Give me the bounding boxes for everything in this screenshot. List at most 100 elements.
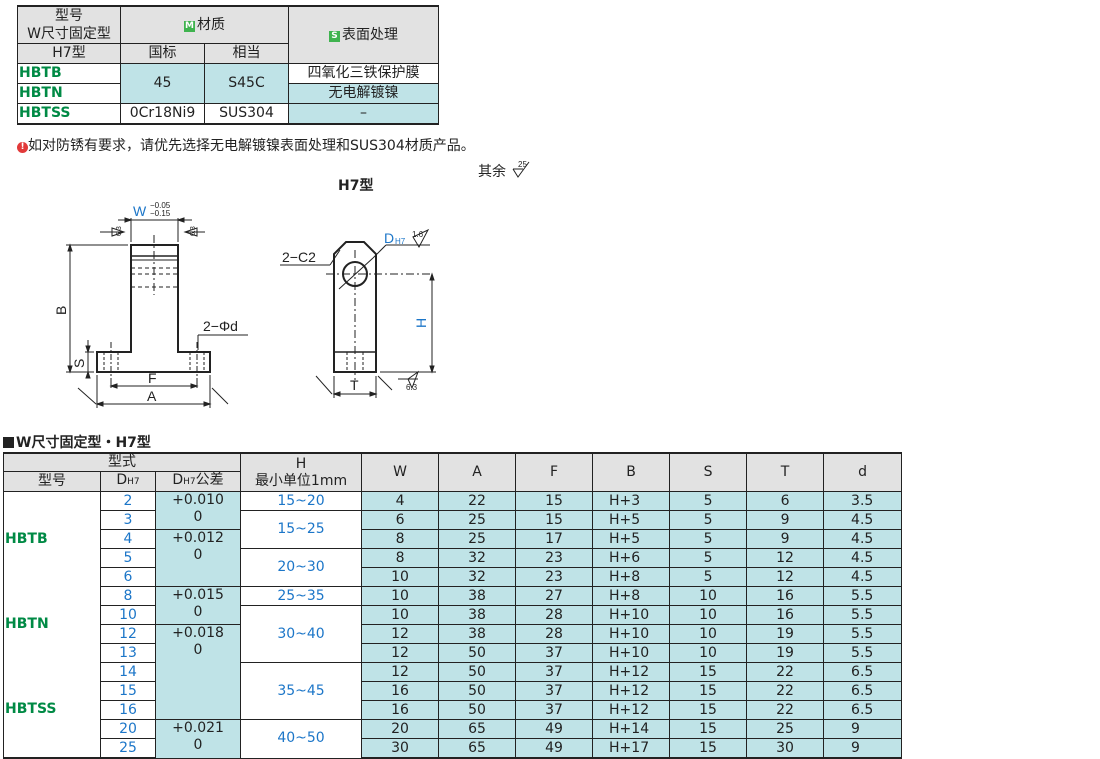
spec-a: 38 [438,605,517,625]
spec-dh7: 5 [100,548,156,568]
spec-b: H+10 [592,643,671,663]
spec-a: 32 [438,548,517,568]
spec-f: 17 [515,529,594,549]
spec-header-b: B [592,452,671,492]
spec-d: 4.5 [823,529,903,549]
material-row-code: HBTSS [17,103,121,125]
rust-note-text: 如对防锈有要求，请优先选择无电解镀镍表面处理和SUS304材质产品。 [28,138,475,154]
drawing-title: H7型 [338,178,374,194]
material-header-model: 型号 W尺寸固定型 [17,5,121,44]
spec-b: H+5 [592,510,671,530]
spec-t: 12 [746,567,825,587]
spec-b: H+12 [592,700,671,720]
spec-w: 8 [361,548,440,568]
spec-t: 9 [746,510,825,530]
front-view [66,217,248,408]
material-header-model-line2: W尺寸固定型 [27,26,111,42]
spec-s: 15 [669,719,748,739]
spec-s: 10 [669,586,748,606]
spec-f: 49 [515,738,594,759]
surface-finish-rest: 其余 25 [478,160,532,181]
material-row-surface: 无电解镀镍 [288,83,439,104]
spec-h-range: 30~40 [240,605,363,663]
spec-f: 23 [515,567,594,587]
material-row-equiv: S45C [204,63,289,104]
spec-a: 50 [438,700,517,720]
spec-t: 22 [746,700,825,720]
spec-s: 15 [669,738,748,759]
spec-tolerance-lower: 0 [193,604,203,620]
spec-d: 3.5 [823,491,903,511]
spec-s: 10 [669,605,748,625]
spec-tolerance-upper: +0.021 [172,720,224,736]
spec-s: 5 [669,491,748,511]
spec-dh7: 4 [100,529,156,549]
spec-d: 5.5 [823,586,903,606]
spec-t: 19 [746,624,825,644]
spec-tolerance-upper: +0.018 [172,625,224,641]
spec-d: 6.5 [823,700,903,720]
roughness-bottom-value: 6.3 [406,383,418,392]
spec-d: 6.5 [823,662,903,682]
spec-h-range: 15~20 [240,491,363,511]
spec-a: 25 [438,510,517,530]
spec-dh7: 10 [100,605,156,625]
spec-d: 4.5 [823,510,903,530]
spec-t: 6 [746,491,825,511]
spec-a: 38 [438,624,517,644]
material-row-surface: – [288,103,439,125]
spec-header-model: 型号 [3,471,101,492]
spec-tolerance-upper: +0.015 [172,587,224,603]
material-row-surface: 四氧化三铁保护膜 [288,63,439,84]
spec-group-code: HBTSS [3,662,101,759]
spec-dh7: 8 [100,586,156,606]
spec-tolerance-lower: 0 [193,547,203,563]
spec-header-h-line2: 最小单位1mm [254,472,348,489]
spec-a: 38 [438,586,517,606]
spec-h-range: 35~45 [240,662,363,720]
spec-h-range: 40~50 [240,719,363,759]
material-header-material-label: 材质 [197,16,225,33]
spec-t: 16 [746,586,825,606]
spec-t: 19 [746,643,825,663]
spec-d: 6.5 [823,681,903,701]
spec-f: 15 [515,510,594,530]
spec-header-dh7-tol-sub: H7 [183,477,196,487]
rust-note: !如对防锈有要求，请优先选择无电解镀镍表面处理和SUS304材质产品。 [17,135,475,155]
spec-b: H+8 [592,586,671,606]
spec-f: 28 [515,624,594,644]
technical-drawing: W −0.05 −0.15 6.3 6.3 B S F A 2−Φd [53,201,436,408]
dim-b-label: B [53,306,69,315]
spec-w: 8 [361,529,440,549]
spec-a: 50 [438,643,517,663]
spec-d: 5.5 [823,643,903,663]
surface-tag-icon: S [329,30,340,42]
spec-dh7: 12 [100,624,156,644]
spec-header-form: 型式 [2,452,242,472]
spec-d: 4.5 [823,567,903,587]
spec-w: 4 [361,491,440,511]
spec-w: 10 [361,567,440,587]
side-view [280,228,436,398]
spec-w: 10 [361,605,440,625]
spec-w: 6 [361,510,440,530]
spec-header-dh7-tol-suffix: 公差 [195,472,224,488]
dim-w-tol-lower: −0.15 [150,209,171,218]
material-subheader-gb: 国标 [120,43,205,64]
spec-header-dh7-tol-main: D [172,472,184,488]
dim-hole-label: 2−Φd [203,318,238,334]
spec-t: 16 [746,605,825,625]
dim-h-label: H [413,318,429,328]
spec-header-dh7-main: D [116,472,128,488]
side-view-labels: 2−C2 D H7 1.6 H T 6.3 [282,230,429,393]
spec-s: 10 [669,643,748,663]
spec-dh7: 25 [100,738,156,759]
spec-a: 32 [438,567,517,587]
